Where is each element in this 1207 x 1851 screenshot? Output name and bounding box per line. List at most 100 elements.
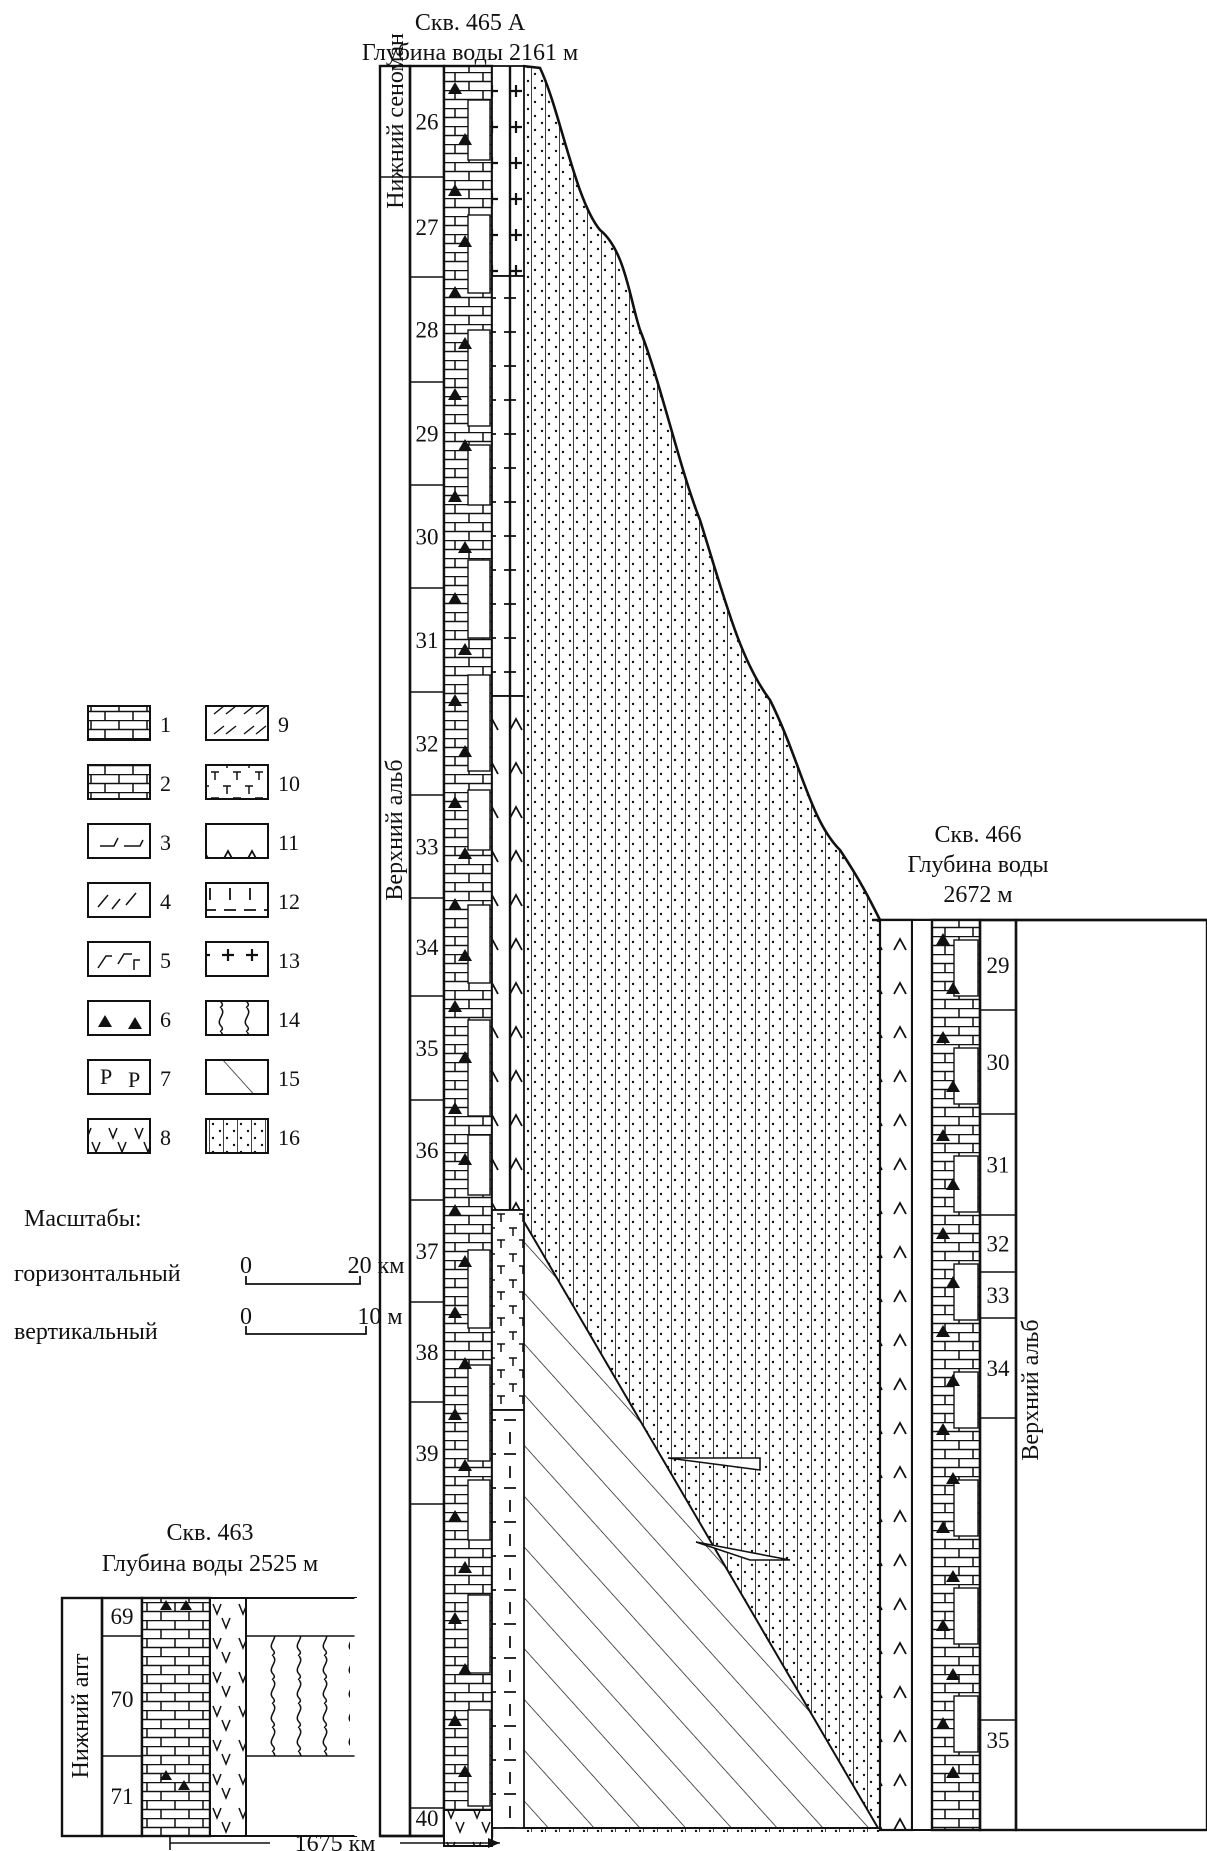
chert-marker <box>458 1153 472 1165</box>
chert-marker <box>946 982 960 994</box>
well-465a-dash-pattern <box>491 275 525 697</box>
chert-marker <box>936 1129 950 1141</box>
lithology-gap <box>953 1587 979 1645</box>
chert-marker <box>448 82 462 94</box>
core-number-466-31: 31 <box>987 1153 1010 1178</box>
well-466: Скв. 466 Глубина воды 2672 м 29303132333… <box>872 822 1207 1832</box>
legend-swatch-1 <box>87 705 151 741</box>
well-463-vv-column <box>209 1597 247 1837</box>
core-number-463-70: 70 <box>111 1687 134 1712</box>
chert-marker <box>936 1521 950 1533</box>
chert-marker <box>448 1000 462 1012</box>
wedge-tongue-lower <box>695 1541 791 1561</box>
chert-marker <box>458 1561 472 1573</box>
scale-vertical-bar <box>245 1326 367 1335</box>
chert-marker <box>448 388 462 400</box>
well-463-limestone-column <box>140 1596 212 1838</box>
well-463-title: Скв. 463 <box>167 1520 254 1546</box>
core-number-465a-33: 33 <box>416 835 439 860</box>
lithology-gap <box>953 1047 979 1105</box>
scale-horizontal-zero: 0 <box>240 1253 252 1279</box>
well-466-title: Скв. 466 <box>935 822 1022 848</box>
lithology-gap <box>953 1479 979 1537</box>
stage-upper-albian-465a: Верхний альб <box>382 759 408 900</box>
lithology-gap <box>953 1263 979 1321</box>
core-number-465a-39: 39 <box>416 1441 439 1466</box>
chert-marker <box>946 1276 960 1288</box>
chert-marker <box>448 1306 462 1318</box>
well-466-water-depth-line2: 2672 м <box>943 882 1012 908</box>
well-465a-plus-pattern <box>491 65 525 277</box>
lithology-gap <box>953 1155 979 1213</box>
chert-marker <box>448 184 462 196</box>
core-number-463-71: 71 <box>111 1784 134 1809</box>
well-465a-dash-pattern-lower <box>491 1409 525 1829</box>
lithology-gap <box>467 1594 491 1674</box>
lithology-gap <box>953 1371 979 1429</box>
scale-horizontal-end: 20 км <box>348 1253 405 1279</box>
wedge-tongue-upper <box>667 1457 761 1471</box>
legend-swatch-10 <box>205 764 269 800</box>
distance-label: 1675 км <box>295 1831 376 1851</box>
well-465a-water-depth: Глубина воды 2161 м <box>362 40 578 66</box>
chert-marker <box>448 490 462 502</box>
legend-glyph: P <box>100 1064 112 1089</box>
well-466-water-depth-line1: Глубина воды <box>907 852 1048 878</box>
chert-marker <box>946 1766 960 1778</box>
well-465a: Скв. 465 А Глубина воды 2161 м Нижний се… <box>362 10 882 1847</box>
lithology-gap <box>467 674 491 772</box>
stage-lower-aptian-463: Нижний апт <box>68 1653 94 1778</box>
scale-vertical-end: 10 м <box>357 1304 402 1330</box>
chert-marker <box>458 1357 472 1369</box>
legend-number-5: 5 <box>160 948 171 973</box>
chert-marker <box>448 1204 462 1216</box>
core-number-465a-37: 37 <box>416 1239 439 1264</box>
legend-swatch-5 <box>87 941 151 977</box>
well-466-lithology-gaps <box>953 939 979 1753</box>
chert-marker <box>458 337 472 349</box>
lithology-gap <box>467 1479 491 1541</box>
core-number-465a-40: 40 <box>416 1806 439 1831</box>
chert-marker <box>458 439 472 451</box>
core-number-465a-26: 26 <box>416 110 439 135</box>
core-number-465a-31: 31 <box>416 628 439 653</box>
well-466-caret-column <box>878 918 914 1832</box>
stage-upper-albian-466: Верхний альб <box>1018 1319 1044 1460</box>
legend-glyph <box>97 953 140 970</box>
legend-glyph <box>100 837 144 847</box>
legend-swatch-4 <box>87 882 151 918</box>
legend-number-15: 15 <box>278 1066 300 1091</box>
legend-number-6: 6 <box>160 1007 171 1032</box>
chert-marker <box>946 1472 960 1484</box>
legend-number-16: 16 <box>278 1125 300 1150</box>
chert-marker <box>946 1570 960 1582</box>
core-number-466-32: 32 <box>987 1232 1010 1257</box>
scale-horizontal-label: горизонтальный <box>14 1261 181 1287</box>
lithology-gap <box>467 1019 491 1117</box>
legend-swatch-14 <box>205 1000 269 1036</box>
scale-horizontal-bar <box>245 1276 361 1285</box>
chert-marker <box>448 898 462 910</box>
chert-marker <box>458 1459 472 1471</box>
well-465a-base-volcanics <box>443 1809 493 1847</box>
chert-marker <box>936 1325 950 1337</box>
well-465a-lithology-gaps <box>467 99 491 1807</box>
scales-title: Масштабы: <box>24 1206 142 1232</box>
legend-number-7: 7 <box>160 1066 171 1091</box>
stage-lower-cenomanian-465a: Нижний сеноман <box>383 33 409 209</box>
chert-marker <box>448 1408 462 1420</box>
legend-glyph <box>128 1017 142 1029</box>
legend-number-2: 2 <box>160 771 171 796</box>
legend-swatch-9 <box>205 705 269 741</box>
legend-glyph <box>97 892 137 910</box>
legend-number-14: 14 <box>278 1007 300 1032</box>
well-463-wavy-column <box>254 1636 350 1756</box>
chert-marker <box>458 1663 472 1675</box>
lithology-gap <box>467 444 491 506</box>
lithology-gap <box>467 904 491 984</box>
chert-marker <box>458 847 472 859</box>
lithology-gap <box>467 1249 491 1329</box>
chert-marker <box>448 1612 462 1624</box>
chert-marker <box>448 694 462 706</box>
core-number-466-29: 29 <box>987 953 1010 978</box>
